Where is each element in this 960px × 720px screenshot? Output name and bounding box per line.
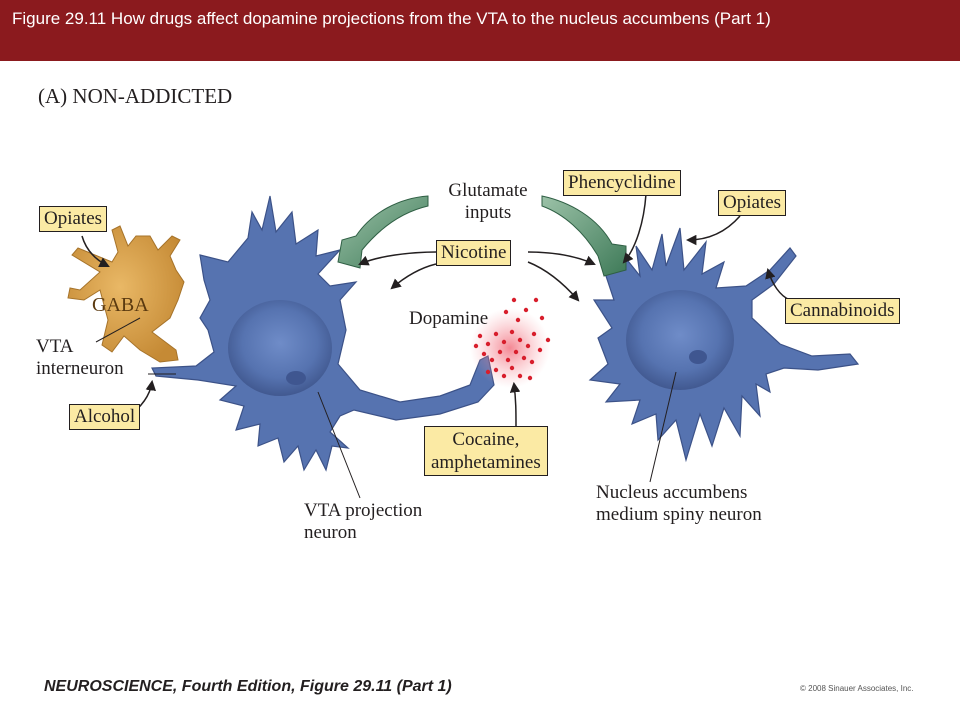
nucleus-accumbens-neuron	[588, 227, 860, 463]
nucleus-accumbens-label: Nucleus accumbens medium spiny neuron	[596, 482, 762, 525]
glutamate-axon-right	[541, 195, 627, 277]
footer-figure-ref: Figure 29.11 (Part 1)	[295, 678, 452, 695]
drug-box-alcohol: Alcohol	[69, 404, 141, 430]
panel-label: (A) NON-ADDICTED	[38, 84, 233, 108]
glutamate-inputs-label: Glutamate inputs	[448, 180, 528, 223]
vta-projection-neuron-label: VTA projection neuron	[304, 500, 423, 543]
vta-projection-neuron	[151, 195, 495, 472]
dopamine-label: Dopamine	[409, 308, 489, 329]
drug-box-nicotine: Nicotine	[436, 240, 512, 266]
leader-lines	[95, 317, 677, 499]
glutamate-axon-left	[337, 195, 429, 269]
footer-copyright: © 2008 Sinauer Associates, Inc.	[800, 684, 914, 693]
drug-box-cannabinoids: Cannabinoids	[785, 298, 900, 324]
drug-box-opiates-left: Opiates	[39, 206, 108, 232]
vta-interneuron-label: VTA interneuron	[36, 336, 124, 379]
dopamine-cloud	[470, 297, 551, 388]
drug-box-phencyclidine: Phencyclidine	[563, 170, 681, 196]
drug-box-cocaine: Cocaine, amphetamines	[424, 426, 548, 476]
drug-box-opiates-right: Opiates	[718, 190, 787, 216]
gaba-label: GABA	[92, 294, 149, 316]
gaba-interneuron	[67, 225, 185, 363]
slide-title: Figure 29.11 How drugs affect dopamine p…	[12, 9, 771, 28]
footer-book-title: NEUROSCIENCE, Fourth Edition,	[44, 678, 296, 695]
title-bar: Figure 29.11 How drugs affect dopamine p…	[0, 0, 960, 61]
footer-book-credit: NEUROSCIENCE, Fourth Edition, Figure 29.…	[44, 678, 452, 696]
